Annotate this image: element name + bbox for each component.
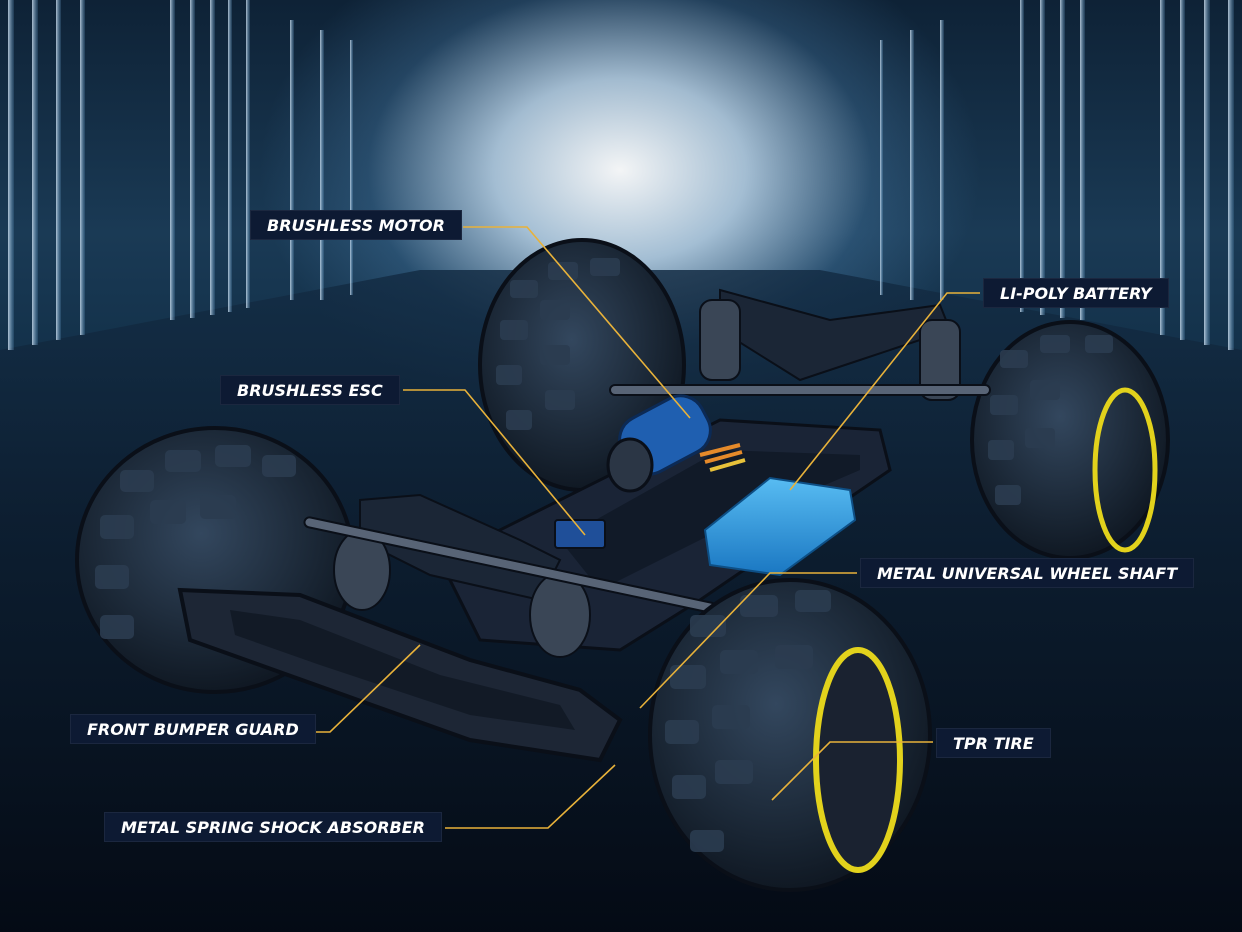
label-li-poly-battery: LI-POLY BATTERY: [983, 278, 1169, 308]
front-suspension: [303, 493, 717, 658]
front-right-tire: [648, 578, 932, 892]
leader-brushless-esc: [403, 389, 586, 536]
leader-li-poly-battery: [789, 292, 980, 491]
left-wall-light-stripes: [8, 0, 353, 350]
label-brushless-motor: BRUSHLESS MOTOR: [250, 210, 462, 240]
leader-metal-universal-wheel-shaft: [639, 572, 857, 709]
leader-metal-spring-shock-absorber: [445, 764, 616, 829]
right-wall-light-stripes: [880, 0, 1234, 350]
rear-right-tire: [970, 320, 1170, 560]
label-metal-spring-shock-absorber: METAL SPRING SHOCK ABSORBER: [104, 812, 442, 842]
leader-tpr-tire: [771, 741, 933, 801]
leader-brushless-motor: [463, 226, 691, 419]
rear-suspension: [609, 288, 991, 401]
leader-lines: [308, 226, 980, 829]
label-metal-universal-wheel-shaft: METAL UNIVERSAL WHEEL SHAFT: [860, 558, 1195, 588]
label-tpr-tire: TPR TIRE: [936, 728, 1051, 758]
brushless-esc: [554, 519, 606, 549]
label-brushless-esc: BRUSHLESS ESC: [220, 375, 400, 405]
label-front-bumper-guard: FRONT BUMPER GUARD: [70, 714, 316, 744]
front-bumper-guard: [177, 587, 623, 763]
li-poly-battery: [703, 476, 857, 577]
